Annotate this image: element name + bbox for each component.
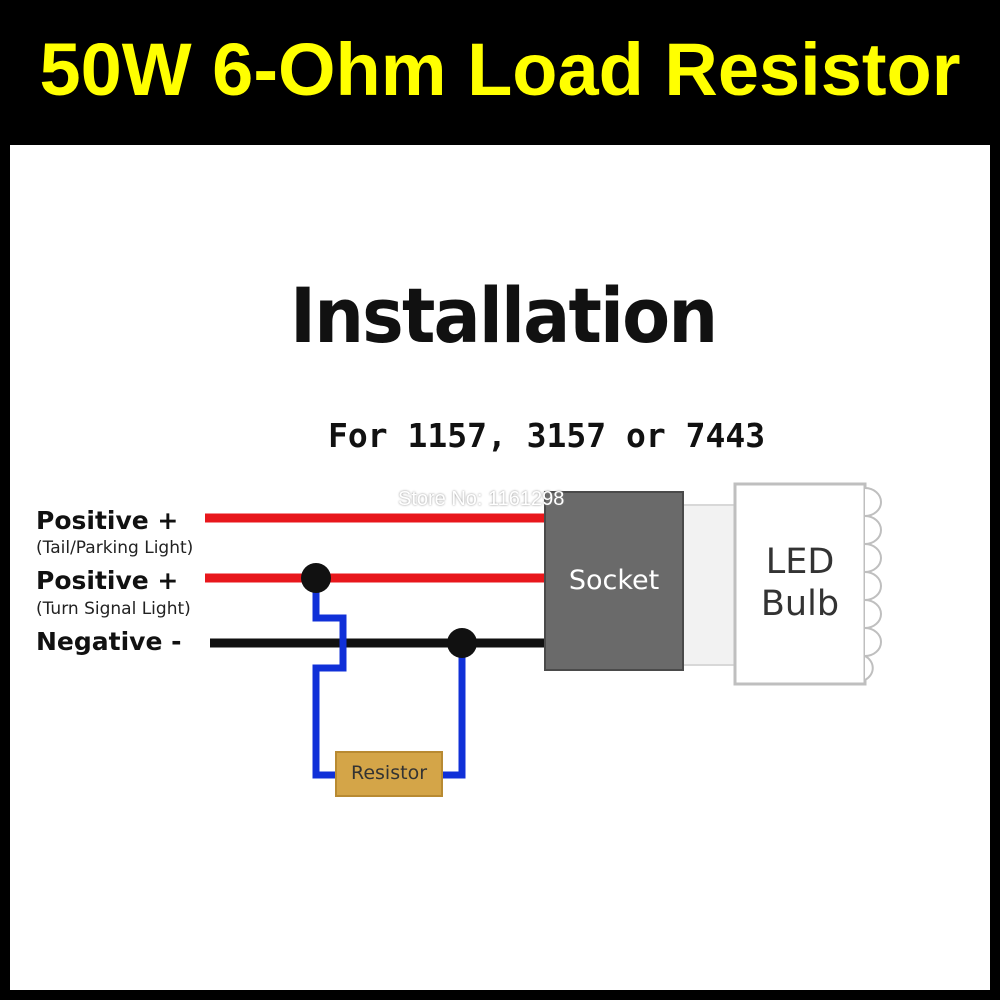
junction-dot-turn (301, 563, 331, 593)
socket-connector (681, 504, 739, 666)
resistor-lead-right (440, 643, 466, 779)
socket-block (544, 491, 684, 671)
wire-label-positive-tail: Positive + (36, 506, 179, 535)
resistor-body (335, 751, 443, 797)
wire-sublabel-turn: (Turn Signal Light) (36, 599, 191, 619)
socket-label: Socket (568, 565, 660, 596)
store-number-watermark: Store No: 1161298 (398, 488, 565, 510)
resistor-lead-left (312, 578, 347, 779)
bulb-label-line2: Bulb (760, 584, 840, 624)
wire-sublabel-tail: (Tail/Parking Light) (36, 538, 194, 558)
bulb-types-subheading: For 1157, 3157 or 7443 (328, 416, 766, 455)
installation-heading: Installation (290, 271, 718, 360)
led-bulb (733, 482, 867, 686)
wire-label-positive-turn: Positive + (36, 566, 179, 595)
resistor-label: Resistor (351, 762, 427, 784)
led-emitters-icon (864, 487, 882, 681)
bulb-label-line1: LED (765, 542, 835, 582)
wire-label-negative: Negative - (36, 627, 182, 656)
junction-dot-negative (447, 628, 477, 658)
title-banner: 50W 6-Ohm Load Resistor (0, 0, 1000, 140)
banner-title: 50W 6-Ohm Load Resistor (39, 28, 961, 111)
